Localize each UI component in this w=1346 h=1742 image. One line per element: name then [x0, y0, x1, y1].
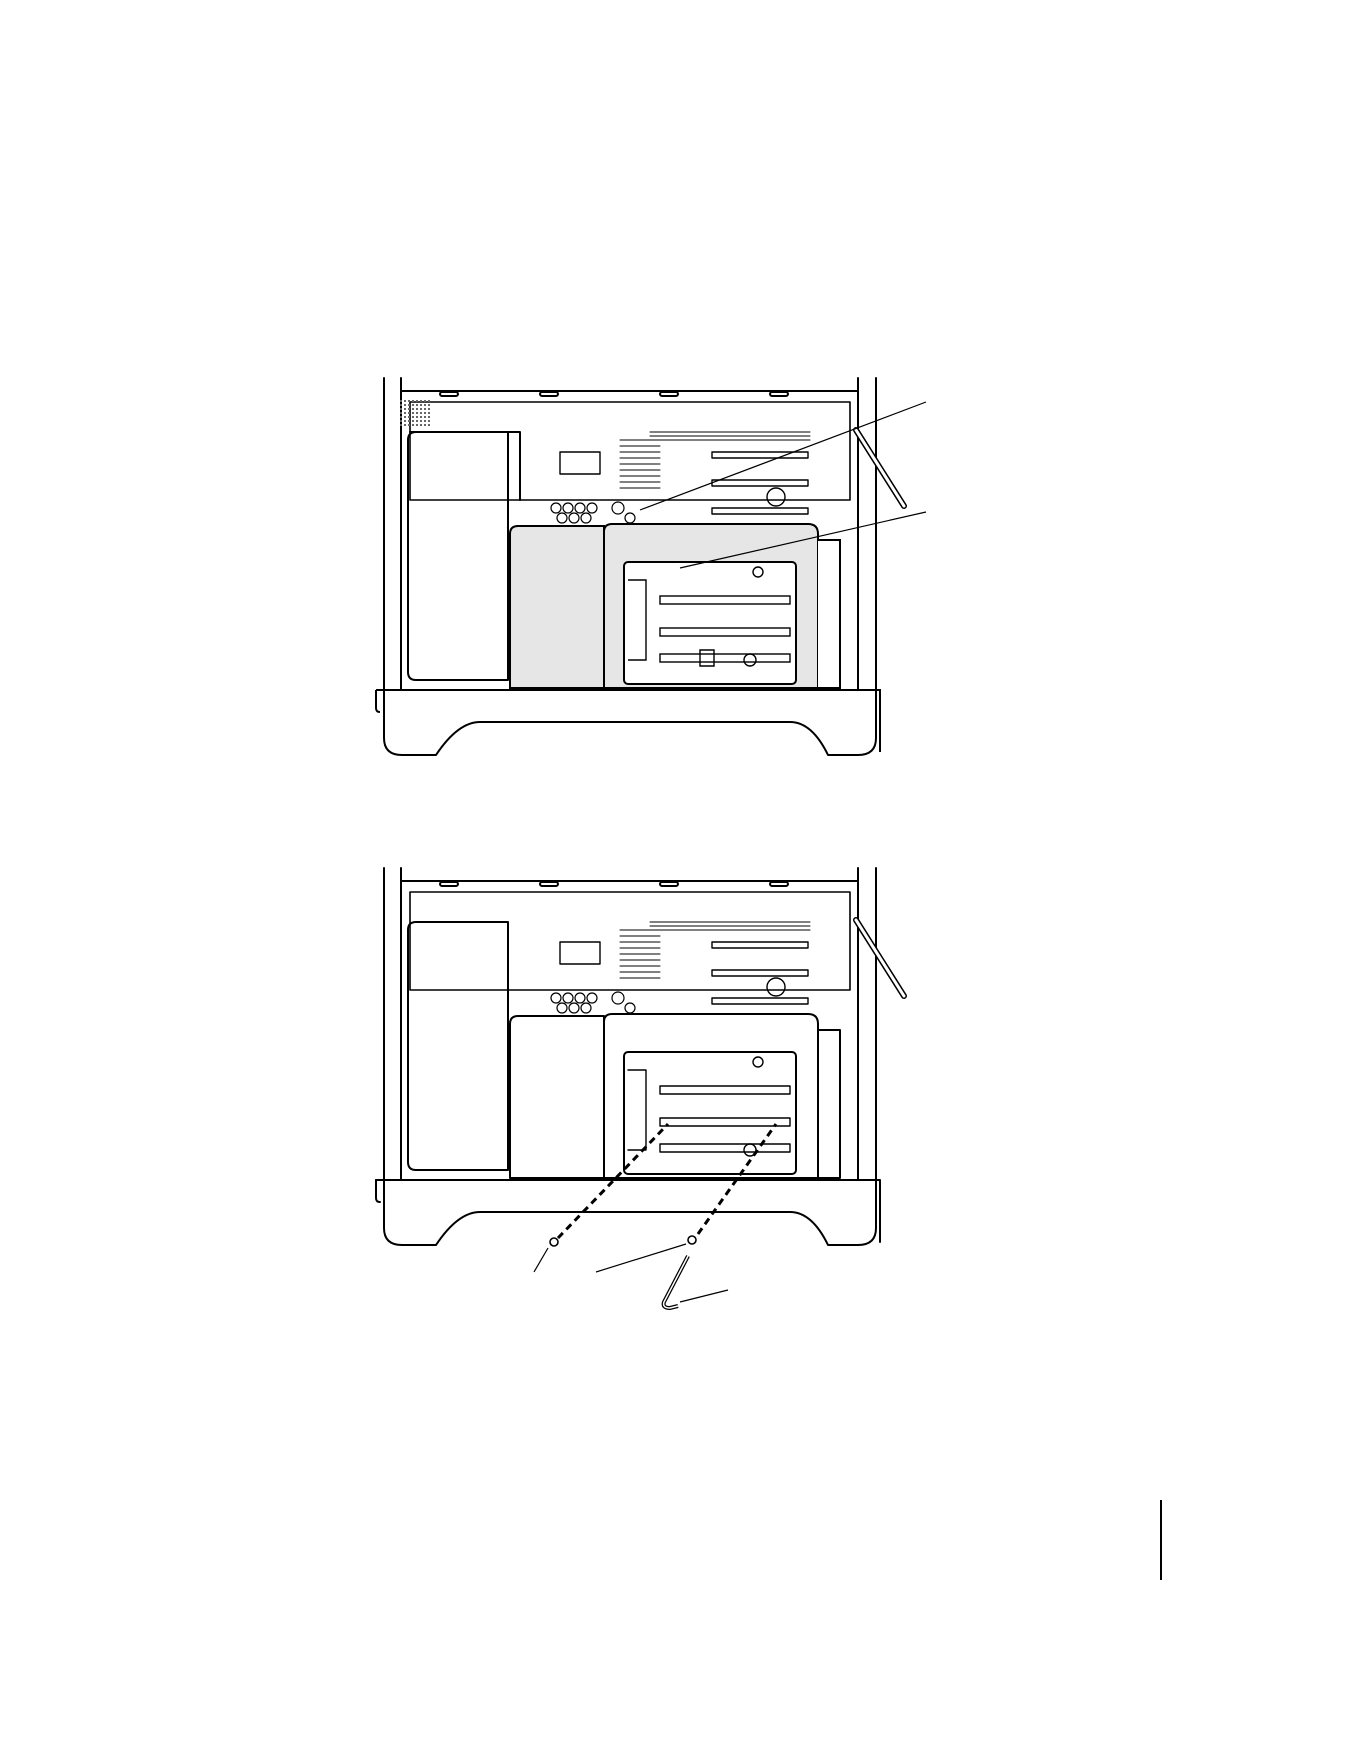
- page-edge-rule: [1160, 1500, 1162, 1580]
- illustration-top: [375, 377, 927, 756]
